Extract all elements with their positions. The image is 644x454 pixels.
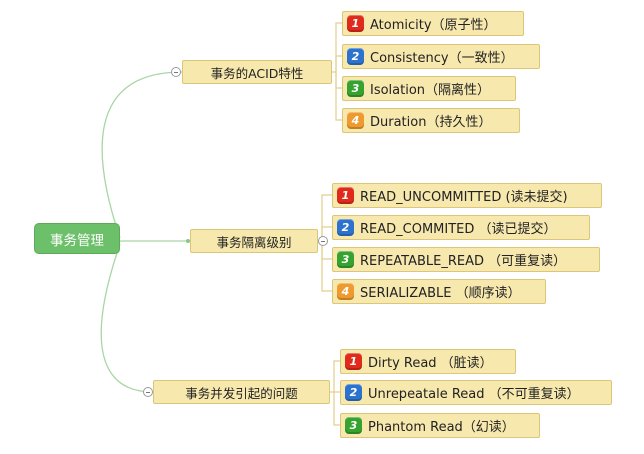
branch-label: 事务隔离级别 <box>216 234 292 250</box>
leaf-dirty-read[interactable]: 1 Dirty Read （脏读） <box>340 349 516 374</box>
priority-4-icon: 4 <box>347 112 364 129</box>
leaf-repeatable-read[interactable]: 3 REPEATABLE_READ （可重复读） <box>332 247 600 272</box>
priority-1-icon: 1 <box>347 15 364 32</box>
branch-label: 事务的ACID特性 <box>210 65 304 81</box>
priority-3-icon: 3 <box>347 80 364 97</box>
leaf-label: SERIALIZABLE （顺序读） <box>360 286 521 301</box>
priority-4-icon: 4 <box>337 283 354 300</box>
collapse-toggle-icon[interactable] <box>143 387 153 397</box>
leaf-unrepeatable-read[interactable]: 2 Unrepeatale Read （不可重复读） <box>340 380 612 405</box>
collapse-toggle-icon[interactable] <box>171 67 181 77</box>
leaf-label: REPEATABLE_READ （可重复读） <box>360 254 567 269</box>
branch-label: 事务并发引起的问题 <box>185 385 298 401</box>
leaf-read-commited[interactable]: 2 READ_COMMITED （读已提交） <box>332 215 590 240</box>
leaf-label: Atomicity（原子性） <box>370 18 497 33</box>
priority-3-icon: 3 <box>345 417 362 434</box>
branch-concurrency-problems[interactable]: 事务并发引起的问题 <box>153 380 330 404</box>
leaf-read-uncommitted[interactable]: 1 READ_UNCOMMITTED (读未提交) <box>332 183 602 208</box>
collapse-toggle-icon[interactable] <box>318 236 328 246</box>
leaf-label: READ_UNCOMMITTED (读未提交) <box>360 190 568 205</box>
branch-acid-properties[interactable]: 事务的ACID特性 <box>182 60 332 84</box>
leaf-phantom-read[interactable]: 3 Phantom Read（幻读） <box>340 413 540 438</box>
leaf-label: Dirty Read （脏读） <box>368 356 493 371</box>
leaf-label: Consistency（一致性） <box>370 51 514 66</box>
leaf-label: Isolation（隔离性） <box>370 83 491 98</box>
leaf-serializable[interactable]: 4 SERIALIZABLE （顺序读） <box>332 279 546 304</box>
priority-3-icon: 3 <box>337 251 354 268</box>
priority-2-icon: 2 <box>345 384 362 401</box>
leaf-consistency[interactable]: 2 Consistency（一致性） <box>342 44 540 69</box>
leaf-label: READ_COMMITED （读已提交） <box>360 222 557 237</box>
priority-2-icon: 2 <box>337 219 354 236</box>
leaf-atomicity[interactable]: 1 Atomicity（原子性） <box>342 11 524 36</box>
leaf-label: Phantom Read（幻读） <box>368 420 515 435</box>
leaf-duration[interactable]: 4 Duration（持久性） <box>342 108 520 133</box>
root-node-label: 事务管理 <box>50 232 104 249</box>
priority-1-icon: 1 <box>345 353 362 370</box>
root-node[interactable]: 事务管理 <box>34 223 120 254</box>
branch-isolation-levels[interactable]: 事务隔离级别 <box>190 229 318 253</box>
leaf-label: Unrepeatale Read （不可重复读） <box>368 387 580 402</box>
leaf-label: Duration（持久性） <box>370 115 492 130</box>
priority-2-icon: 2 <box>347 48 364 65</box>
priority-1-icon: 1 <box>337 187 354 204</box>
leaf-isolation[interactable]: 3 Isolation（隔离性） <box>342 76 516 101</box>
